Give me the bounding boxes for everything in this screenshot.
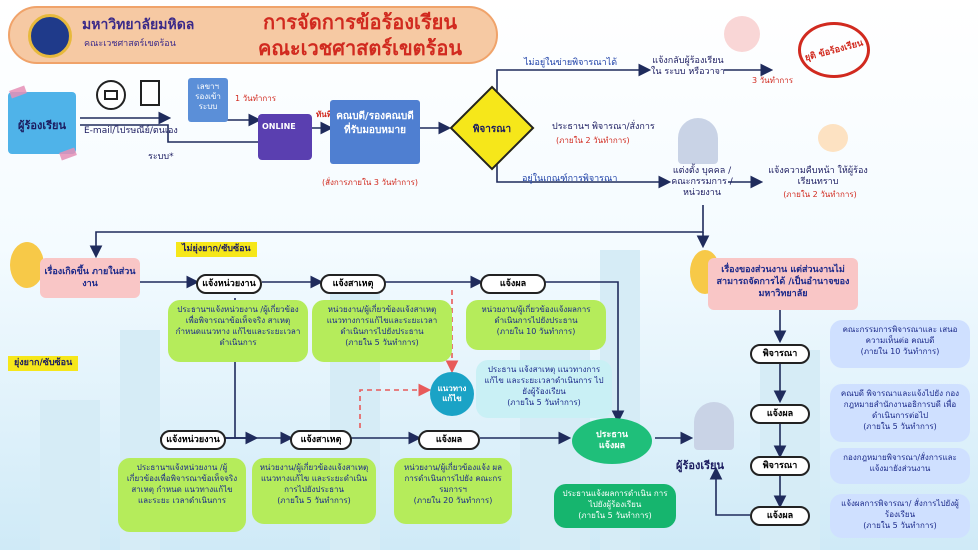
header-banner xyxy=(8,6,498,64)
solution-circle: แนวทาง แก้ไข xyxy=(430,372,474,416)
forward-label: ทันที xyxy=(316,110,333,119)
info-box-text: ประธาน แจ้งสาเหตุ แนวทางการ แก้ไข และระย… xyxy=(484,365,604,396)
right-box3: กองกฎหมายพิจารณา/สั่งการและ แจ้งมายังส่ว… xyxy=(830,448,970,484)
row2-box3-text: หน่วยงาน/ผู้เกี่ยวข้องแจ้ง ผลการดำเนินกา… xyxy=(404,463,502,494)
email-channel-label: E-mail/ไปรษณีย์/ตนเอง xyxy=(84,126,178,136)
right-box1-text: คณะกรรมการพิจารณาและ เสนอความเห็นต่อ คณบ… xyxy=(842,325,958,345)
right-box4: แจ้งผลการพิจารณา/ สั่งการไปยังผู้ร้องเรี… xyxy=(830,494,970,538)
secretary-time: 1 วันทำการ xyxy=(235,94,276,103)
appoint-label: แต่งตั้ง บุคคล /คณะกรรมการ /หน่วยงาน xyxy=(671,166,733,198)
system-channel-label: ระบบ* xyxy=(148,152,174,162)
row2-notify-cause-pill: แจ้งสาเหตุ xyxy=(290,430,352,450)
row2-box2-time: (ภายใน 5 วันทำการ) xyxy=(277,496,351,505)
online-badge: ONLINE xyxy=(262,122,296,131)
right-consider2-pill: พิจารณา xyxy=(750,456,810,476)
title-line2: คณะเวชศาสตร์เขตร้อน xyxy=(257,36,463,60)
row2-box2-text: หน่วยงาน/ผู้เกี่ยวข้องแจ้งสาเหตุ แนวทางแ… xyxy=(259,463,369,494)
dean-time: (สั่งการภายใน 3 วันทำการ) xyxy=(322,178,419,187)
bg-building xyxy=(40,400,100,550)
solution-circle-label: แนวทาง แก้ไข xyxy=(437,384,467,403)
right-box4-time: (ภายใน 5 วันทำการ) xyxy=(863,521,937,530)
row2-notify-unit-pill: แจ้งหน่วยงาน xyxy=(160,430,226,450)
row1-box1: ประธานฯแจ้งหน่วยงาน /ผู้เกี่ยวข้องเพื่อพ… xyxy=(168,300,308,362)
row1-notify-result-pill: แจ้งผล xyxy=(480,274,546,294)
row1-box3: หน่วยงาน/ผู้เกี่ยวข้องแจ้งผลการ ดำเนินกา… xyxy=(466,300,606,350)
simple-case-label: ไม่ยุ่งยาก/ซับซ้อน xyxy=(176,242,257,257)
right-box1: คณะกรรมการพิจารณาและ เสนอความเห็นต่อ คณบ… xyxy=(830,320,970,368)
complainant-note: ผู้ร้องเรียน xyxy=(8,92,76,154)
not-in-scope-label: ไม่อยู่ในข่ายพิจารณาได้ xyxy=(524,58,618,68)
online-cube-icon: ONLINE xyxy=(258,114,312,160)
notify-progress-label: แจ้งความคืบหน้า ให้ผู้ร้องเรียนทราบ xyxy=(768,166,868,187)
not-in-scope-time: 3 วันทำการ xyxy=(752,76,793,85)
secretary-note: เลขาฯ รองเข้า ระบบ xyxy=(188,78,228,122)
chair-note-label: ประธานฯ พิจารณา/สั่งการ xyxy=(552,122,655,132)
row1-box2-text: หน่วยงาน/ผู้เกี่ยวข้องแจ้งสาเหตุ แนวทางก… xyxy=(326,305,438,336)
row2-box1: ประธานฯแจ้งหน่วยงาน /ผู้เกี่ยวข้องเพื่อพ… xyxy=(118,458,246,532)
not-in-scope-result: แจ้งกลับผู้ร้องเรียนใน ระบบ หรือวาจา xyxy=(651,56,725,77)
megaphone-icon xyxy=(818,124,848,152)
internal-issue-box: เรื่องเกิดขึ้น ภายในส่วนงาน xyxy=(40,258,140,298)
complainant-label: ผู้ร้องเรียน xyxy=(18,119,66,132)
right-notify2-pill: แจ้งผล xyxy=(750,506,810,526)
row2-box3: หน่วยงาน/ผู้เกี่ยวข้องแจ้ง ผลการดำเนินกา… xyxy=(394,458,512,524)
row1-box3-text: หน่วยงาน/ผู้เกี่ยวข้องแจ้งผลการ ดำเนินกา… xyxy=(481,305,591,325)
right-notify1-pill: แจ้งผล xyxy=(750,404,810,424)
complex-case-label: ยุ่งยาก/ซับซ้อน xyxy=(8,356,79,371)
chair-result-circle: ประธาน แจ้งผล xyxy=(572,418,652,464)
in-scope-label: อยู่ในเกณฑ์การพิจารณา xyxy=(522,174,618,184)
right-box2-text: คณบดี พิจารณาและแจ้งไปยัง กองกฎหมายสำนัก… xyxy=(840,389,960,420)
notify-progress-time: (ภายใน 2 วันทำการ) xyxy=(783,190,857,199)
person-icon xyxy=(678,118,718,164)
info-box: ประธาน แจ้งสาเหตุ แนวทางการ แก้ไข และระย… xyxy=(476,360,612,418)
dean-label: คณบดี/รองคณบดี ที่รับมอบหมาย xyxy=(336,111,414,136)
university-name: มหาวิทยาลัยมหิดล xyxy=(82,17,195,33)
mail-icon xyxy=(96,80,126,110)
row2-box3-time: (ภายใน 20 วันทำการ) xyxy=(413,496,493,505)
end-stamp: ยุติ ข้อร้องเรียน xyxy=(798,22,870,78)
external-issue-box: เรื่องของส่วนงาน แต่ส่วนงานไม่สามารถจัดก… xyxy=(708,258,858,310)
consider-label: พิจารณา xyxy=(472,124,512,135)
document-icon xyxy=(140,80,160,106)
row1-box3-time: (ภายใน 10 วันทำการ) xyxy=(496,327,576,336)
chair-result-label: ประธาน แจ้งผล xyxy=(595,430,629,451)
person-icon xyxy=(694,402,734,450)
row1-box2: หน่วยงาน/ผู้เกี่ยวข้องแจ้งสาเหตุ แนวทางก… xyxy=(312,300,452,362)
mahidol-logo-icon xyxy=(28,14,72,58)
row2-notify-result-pill: แจ้งผล xyxy=(418,430,480,450)
right-box2-time: (ภายใน 5 วันทำการ) xyxy=(863,422,937,431)
right-box1-time: (ภายใน 10 วันทำการ) xyxy=(860,347,940,356)
dean-note: คณบดี/รองคณบดี ที่รับมอบหมาย xyxy=(330,100,420,164)
faculty-name: คณะเวชศาสตร์เขตร้อน xyxy=(84,39,176,49)
info-box-time: (ภายใน 5 วันทำการ) xyxy=(507,398,581,407)
title-line1: การจัดการข้อร้องเรียน xyxy=(262,10,458,34)
right-box4-text: แจ้งผลการพิจารณา/ สั่งการไปยังผู้ร้องเรี… xyxy=(841,499,959,519)
chair-note-time: (ภายใน 2 วันทำการ) xyxy=(556,136,630,145)
megaphone-icon xyxy=(724,16,760,52)
right-box2: คณบดี พิจารณาและแจ้งไปยัง กองกฎหมายสำนัก… xyxy=(830,384,970,442)
secretary-label: เลขาฯ รองเข้า ระบบ xyxy=(195,82,221,111)
row1-box2-time: (ภายใน 5 วันทำการ) xyxy=(345,338,419,347)
right-consider1-pill: พิจารณา xyxy=(750,344,810,364)
chair-result-box-text: ประธานแจ้งผลการดำเนิน การไปยังผู้ร้องเรี… xyxy=(562,489,668,509)
row1-notify-unit-pill: แจ้งหน่วยงาน xyxy=(196,274,262,294)
end-stamp-label: ยุติ ข้อร้องเรียน xyxy=(804,38,865,64)
row2-box2: หน่วยงาน/ผู้เกี่ยวข้องแจ้งสาเหตุ แนวทางแ… xyxy=(252,458,376,524)
chair-result-box-time: (ภายใน 5 วันทำการ) xyxy=(578,511,652,520)
final-complainant-label: ผู้ร้องเรียน xyxy=(676,459,724,472)
row1-notify-cause-pill: แจ้งสาเหตุ xyxy=(320,274,386,294)
lightbulb-icon xyxy=(10,242,44,288)
chair-result-box: ประธานแจ้งผลการดำเนิน การไปยังผู้ร้องเรี… xyxy=(554,484,676,528)
